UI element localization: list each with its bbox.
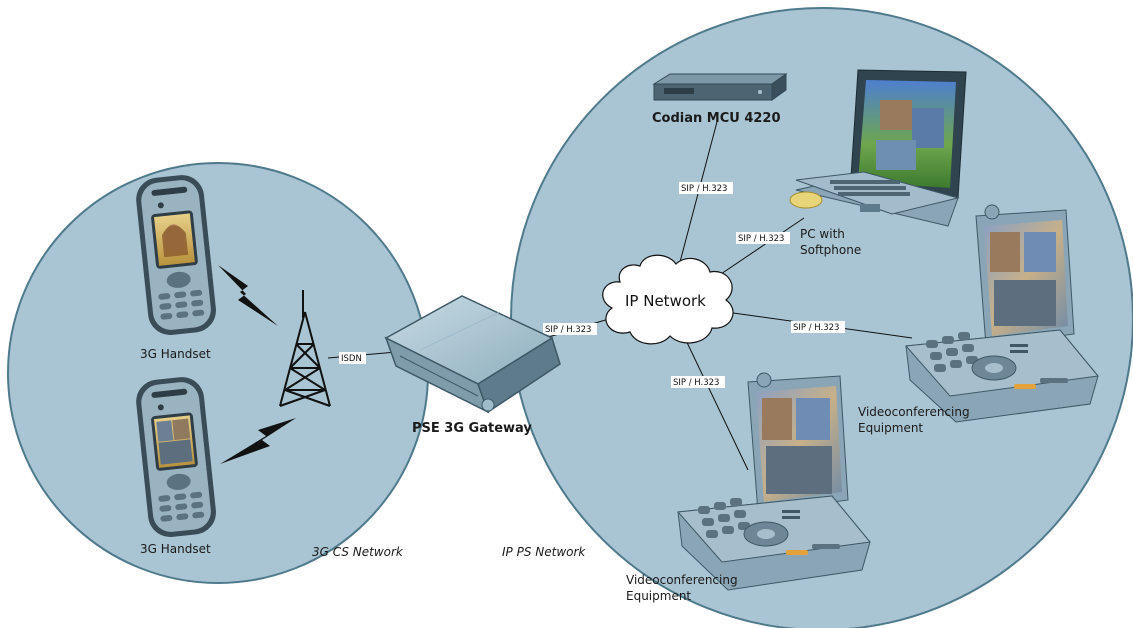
wireless-bolt-bottom-icon xyxy=(220,418,296,464)
cs-network-circle xyxy=(7,162,429,584)
pc-label-line1: PC with xyxy=(800,227,845,241)
laptop-device xyxy=(789,69,967,227)
handset-top-label: 3G Handset xyxy=(140,347,211,361)
vc-bottom-label-line1: Videoconferencing xyxy=(626,573,738,587)
wireless-bolt-top-icon xyxy=(218,265,278,326)
vc-bottom-cloud-link-label: SIP / H.323 xyxy=(673,378,719,388)
handset-bottom xyxy=(136,377,216,537)
handset-bottom-label: 3G Handset xyxy=(140,542,211,556)
vc-bottom-cloud-link xyxy=(681,331,749,471)
vc-right-label-line2: Equipment xyxy=(858,421,923,435)
pc-cloud-link-label: SIP / H.323 xyxy=(738,234,784,244)
pc-cloud-link xyxy=(717,217,805,277)
ip-network-cloud: IP Network xyxy=(602,254,734,345)
isdn-label: ISDN xyxy=(341,354,362,364)
gateway-device xyxy=(384,295,561,414)
mcu-device xyxy=(652,73,788,101)
vc-device-right xyxy=(904,204,1099,423)
ip-network-label: IP Network xyxy=(625,292,706,310)
cs-network-label: 3G CS Network xyxy=(312,545,404,559)
vc-bottom-label-line2: Equipment xyxy=(626,589,691,603)
radio-tower-icon xyxy=(279,290,331,407)
gateway-label: PSE 3G Gateway xyxy=(412,421,532,436)
mcu-cloud-link-label: SIP / H.323 xyxy=(681,184,727,194)
ps-network-label: IP PS Network xyxy=(502,545,586,559)
pc-label-line2: Softphone xyxy=(800,243,861,257)
vc-right-label-line1: Videoconferencing xyxy=(858,405,970,419)
gateway-cloud-link-label: SIP / H.323 xyxy=(545,325,591,335)
handset-top xyxy=(136,175,216,335)
vc-device-bottom xyxy=(676,372,871,591)
mcu-label: Codian MCU 4220 xyxy=(652,111,781,126)
vc-right-cloud-link-label: SIP / H.323 xyxy=(793,323,839,333)
link-labels: ISDN SIP / H.323 SIP / H.323 SIP / H.323… xyxy=(339,182,845,388)
